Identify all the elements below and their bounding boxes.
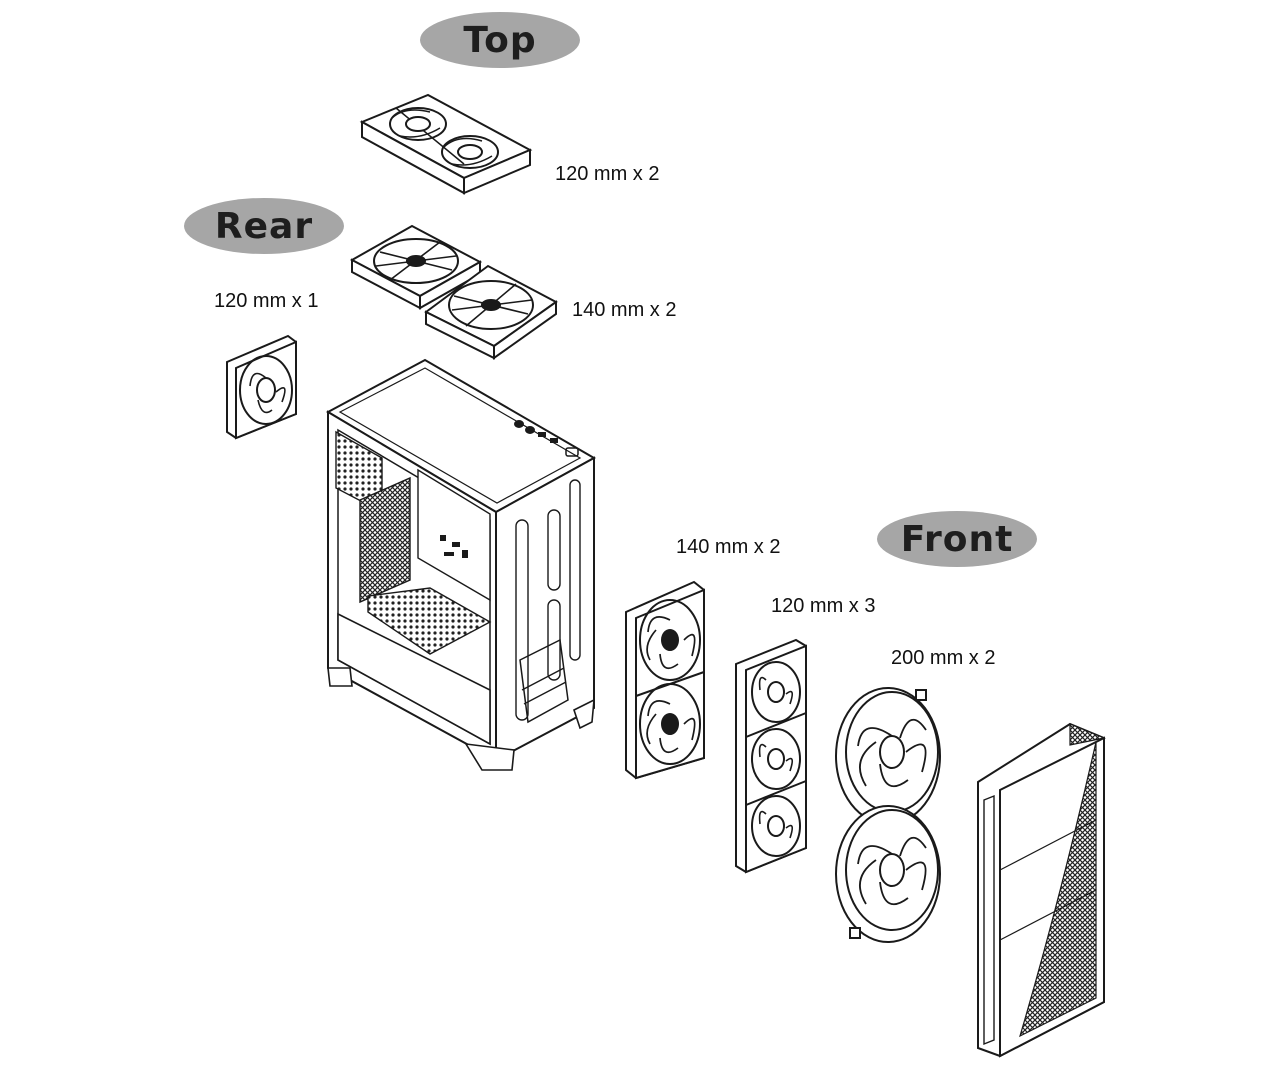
top-heading: Top bbox=[420, 12, 580, 68]
top-120-label: 120 mm x 2 bbox=[555, 163, 660, 185]
front-200-fans-icon bbox=[835, 687, 941, 943]
front-panel-icon bbox=[977, 722, 1107, 1058]
front-120-label: 120 mm x 3 bbox=[771, 595, 876, 617]
rear-heading: Rear bbox=[184, 198, 344, 254]
rear-120-fan-icon bbox=[226, 334, 297, 440]
front-heading: Front bbox=[877, 511, 1037, 567]
front-200-label: 200 mm x 2 bbox=[891, 647, 996, 669]
top-140-label: 140 mm x 2 bbox=[572, 299, 677, 321]
front-120-fans-icon bbox=[735, 638, 807, 874]
top-140-fans-icon bbox=[349, 224, 558, 360]
front-140-fans-icon bbox=[625, 580, 705, 780]
front-140-label: 140 mm x 2 bbox=[676, 536, 781, 558]
top-120-fans-icon bbox=[359, 93, 533, 195]
pc-case-icon bbox=[325, 358, 597, 771]
rear-120-label: 120 mm x 1 bbox=[214, 290, 319, 312]
